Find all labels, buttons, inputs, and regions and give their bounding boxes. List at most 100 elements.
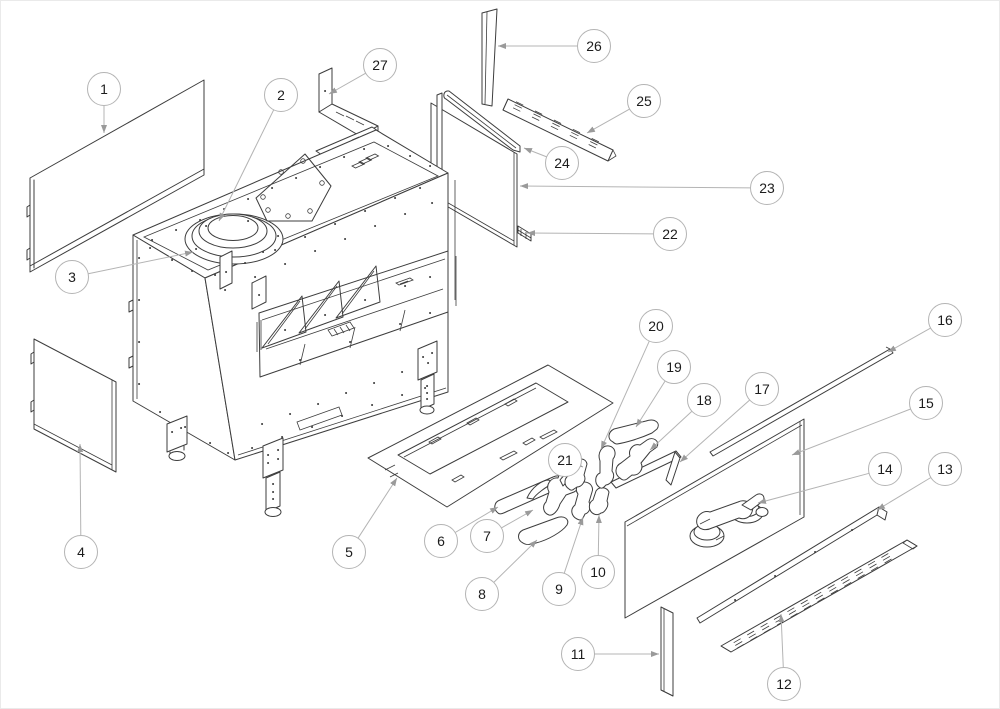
callout-balloon — [577, 29, 611, 63]
callout-number: 2 — [277, 87, 285, 103]
callout-balloon — [465, 577, 499, 611]
callout-20: 20 — [600, 309, 673, 450]
callout-number: 27 — [372, 57, 388, 73]
callout-balloon — [332, 535, 366, 569]
callout-11: 11 — [561, 637, 659, 671]
burner-truss — [298, 280, 344, 334]
callout-balloon — [561, 637, 595, 671]
leader-line — [778, 613, 785, 668]
part-bottom-trim-strip — [696, 506, 888, 624]
collar-bracket — [219, 250, 233, 290]
callout-balloon — [767, 667, 801, 701]
leader-line — [357, 477, 398, 539]
callout-balloon — [581, 555, 615, 589]
callout-balloon — [424, 524, 458, 558]
callout-number: 8 — [478, 586, 486, 602]
leader-line — [454, 506, 499, 533]
part-trim-strip-rear-top — [443, 90, 521, 153]
part-burner-tray — [367, 364, 614, 508]
part-side-bottom-trim — [517, 225, 532, 242]
access-plate — [255, 153, 332, 222]
callout-25: 25 — [586, 84, 661, 134]
part-corner-strip-lower — [660, 606, 674, 697]
callout-14: 14 — [757, 452, 902, 504]
callout-13: 13 — [876, 452, 962, 511]
callout-number: 22 — [662, 226, 678, 242]
callout-8: 8 — [465, 539, 538, 611]
part-rear-panel — [26, 79, 205, 273]
leader-line — [757, 472, 870, 504]
leader-line — [493, 539, 538, 583]
callout-number: 20 — [648, 318, 664, 334]
callout-3: 3 — [55, 250, 194, 294]
leader-line — [218, 109, 275, 222]
cabinet-assembly — [128, 92, 457, 517]
callout-balloon — [750, 171, 784, 205]
callout-balloon — [55, 260, 89, 294]
callout-16: 16 — [887, 303, 962, 353]
screw-dots — [138, 145, 434, 454]
callout-number: 19 — [666, 359, 682, 375]
callout-22: 22 — [526, 217, 687, 251]
callout-number: 25 — [636, 93, 652, 109]
part-top-trim-strip — [709, 346, 894, 457]
callout-4: 4 — [64, 443, 98, 569]
callout-26: 26 — [498, 29, 611, 63]
leader-line — [526, 230, 654, 237]
callout-balloon — [657, 350, 691, 384]
log-19 — [608, 419, 659, 445]
top-vent-slots — [351, 153, 380, 169]
callout-1: 1 — [87, 72, 121, 133]
part-front-vent-grille — [720, 539, 918, 653]
callout-number: 1 — [100, 81, 108, 97]
callout-5: 5 — [332, 477, 398, 569]
part-ember-strip-return — [665, 451, 681, 486]
callout-number: 17 — [754, 381, 770, 397]
callout-balloon — [909, 386, 943, 420]
collar-bracket — [251, 275, 267, 310]
callout-number: 15 — [918, 395, 934, 411]
callout-number: 3 — [68, 269, 76, 285]
log-10 — [588, 487, 610, 516]
firebox-opening — [256, 250, 457, 378]
callout-9: 9 — [542, 516, 584, 606]
callout-balloon — [639, 309, 673, 343]
leg-front-left — [262, 437, 284, 517]
leader-line — [88, 250, 194, 275]
callout-18: 18 — [649, 383, 721, 451]
leader-line — [501, 509, 534, 529]
callout-2: 2 — [218, 78, 298, 222]
callout-balloon — [928, 303, 962, 337]
part-corner-strip-upper — [481, 8, 498, 107]
part-suction-lifter — [689, 493, 769, 548]
callout-balloon — [542, 572, 576, 606]
callout-15: 15 — [791, 386, 943, 456]
part-side-panel — [30, 338, 117, 473]
leader-line — [523, 147, 547, 158]
callout-balloon — [470, 519, 504, 553]
callout-balloon — [87, 72, 121, 106]
leader-line — [77, 443, 84, 536]
callout-number: 12 — [776, 676, 792, 692]
callout-number: 11 — [571, 646, 586, 662]
leader-line — [679, 399, 751, 463]
callout-balloon — [928, 452, 962, 486]
perforation-slots — [733, 553, 892, 649]
callout-17: 17 — [679, 372, 779, 463]
callout-balloon — [653, 217, 687, 251]
callout-balloon — [745, 372, 779, 406]
callout-number: 23 — [759, 180, 775, 196]
callout-number: 6 — [437, 533, 445, 549]
leader-line — [328, 72, 366, 95]
callout-balloon — [64, 535, 98, 569]
callout-balloon — [687, 383, 721, 417]
callout-balloon — [264, 78, 298, 112]
leader-line — [635, 380, 666, 428]
leg-front-right — [417, 340, 438, 415]
callout-10: 10 — [581, 514, 615, 589]
callout-27: 27 — [328, 48, 397, 95]
part-vent-strip-top — [502, 98, 617, 162]
leg-left — [166, 415, 188, 461]
callout-number: 10 — [590, 564, 606, 580]
